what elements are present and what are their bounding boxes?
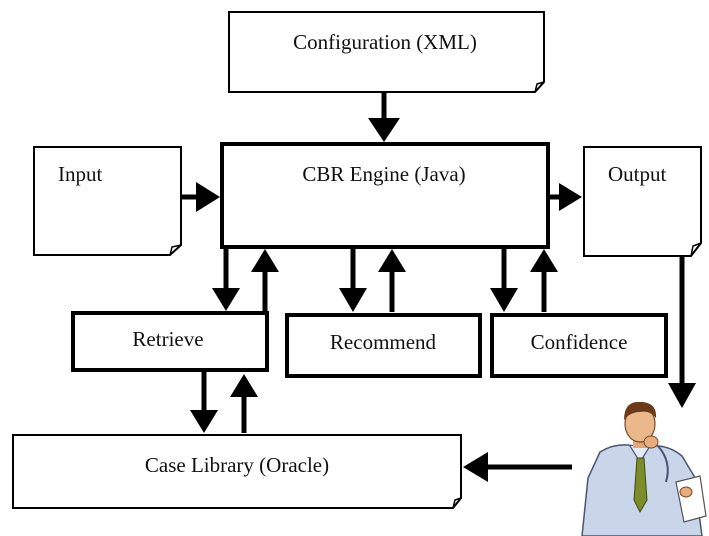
output-node: Output (583, 146, 702, 257)
arrow-input-to-engine (181, 182, 220, 212)
arrow-output-to-user (668, 256, 696, 408)
arrow-recommend-to-engine (378, 249, 406, 312)
cbr-engine-label: CBR Engine (Java) (302, 162, 465, 186)
case-library-label: Case Library (Oracle) (145, 453, 329, 477)
user-tie (633, 457, 648, 514)
arrow-engine-to-recommend (339, 247, 367, 312)
arrow-engine-to-confidence (490, 247, 518, 312)
confidence-label: Confidence (531, 330, 628, 354)
arrow-user-to-library (463, 452, 572, 482)
input-node: Input (33, 146, 182, 256)
arrow-retrieve-to-engine (251, 249, 279, 311)
confidence-node: Confidence (490, 313, 668, 378)
case-library-node: Case Library (Oracle) (12, 434, 462, 509)
arrow-engine-to-output (548, 183, 582, 211)
retrieve-node: Retrieve (71, 311, 269, 372)
recommend-label: Recommend (330, 330, 437, 354)
configuration-node: Configuration (XML) (228, 11, 545, 93)
input-label: Input (58, 162, 102, 186)
retrieve-label: Retrieve (132, 327, 203, 351)
arrow-config-to-engine (368, 92, 400, 142)
arrow-library-to-retrieve (230, 374, 258, 433)
user-hair (624, 402, 657, 420)
user-figure (581, 402, 707, 536)
cbr-engine-node: CBR Engine (Java) (220, 142, 550, 249)
arrow-retrieve-to-library (190, 372, 218, 433)
output-label: Output (608, 162, 667, 186)
recommend-node: Recommend (285, 313, 482, 378)
arrow-engine-to-retrieve (212, 247, 240, 311)
configuration-label: Configuration (XML) (293, 30, 477, 54)
arrow-confidence-to-engine (530, 249, 558, 312)
